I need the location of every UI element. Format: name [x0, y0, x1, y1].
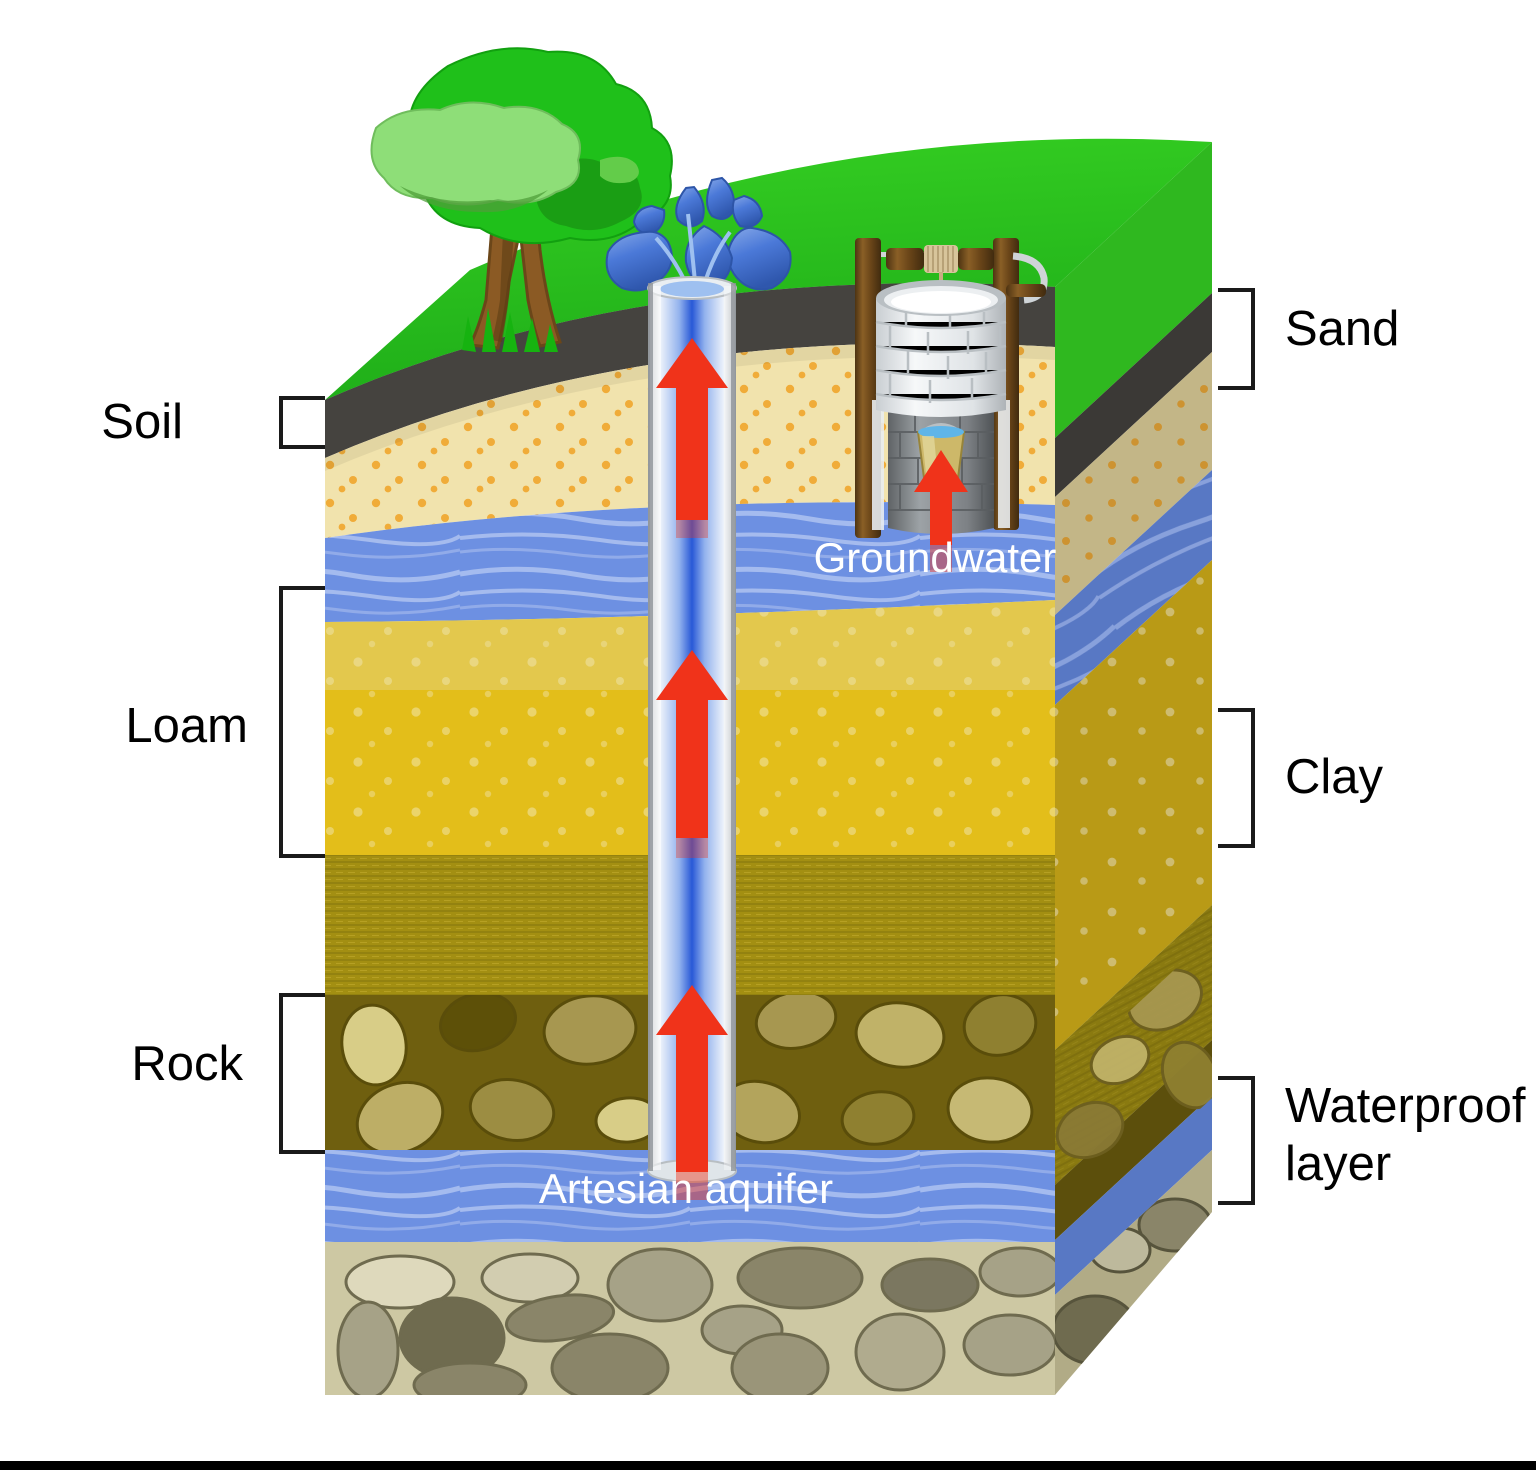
waterproof-stones	[336, 1246, 1055, 1395]
bracket-sand	[1218, 288, 1255, 390]
water-droplets	[605, 176, 792, 293]
label-waterproof-line2: layer	[1285, 1137, 1391, 1191]
left-labels-group	[279, 396, 325, 1154]
crank-handle	[1006, 284, 1046, 297]
label-clay: Clay	[1285, 750, 1384, 804]
label-rock: Rock	[131, 1037, 243, 1091]
flow-arrow-group	[656, 338, 728, 1200]
bracket-waterproof	[1218, 1076, 1255, 1205]
label-soil: Soil	[101, 395, 183, 449]
label-loam: Loam	[125, 699, 248, 753]
artesian-well	[605, 176, 792, 1200]
tree	[370, 47, 673, 352]
right-labels-group	[1218, 288, 1255, 1205]
bracket-clay	[1218, 708, 1255, 848]
right-face-rock-pebbles	[1055, 968, 1212, 1160]
label-groundwater: Groundwater	[814, 534, 1057, 581]
label-artesian-aquifer: Artesian aquifer	[539, 1165, 833, 1212]
bracket-soil	[279, 396, 325, 449]
bottom-bar	[0, 1461, 1536, 1470]
well-flow-arrow	[914, 450, 968, 545]
bracket-rock	[279, 993, 325, 1154]
brick-well	[855, 238, 1048, 572]
label-sand: Sand	[1285, 302, 1399, 356]
bracket-loam	[279, 586, 325, 858]
label-waterproof-line1: Waterproof	[1285, 1079, 1526, 1133]
